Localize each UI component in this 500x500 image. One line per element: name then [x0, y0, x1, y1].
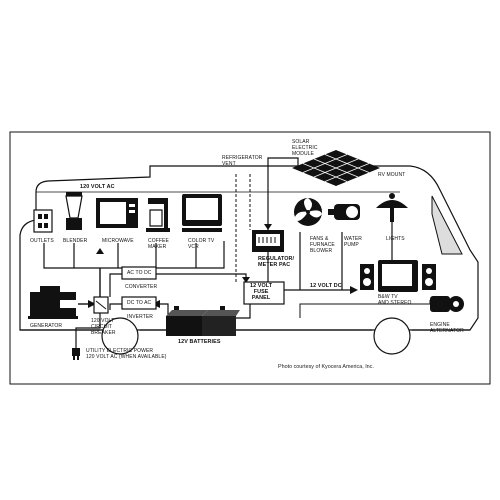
- label-color-tv: COLOR TV VCR: [188, 238, 215, 250]
- label-12-volt-dc: 12 VOLT DC: [310, 283, 342, 289]
- breaker-converter-wiring: [109, 273, 122, 310]
- rv-body-outline: [19, 165, 479, 331]
- label-fans: FANS & FURNACE BLOWER: [310, 236, 335, 254]
- converter-box: [121, 266, 157, 280]
- battery-icon: [166, 306, 240, 336]
- label-rv-mount: RV MOUNT: [378, 172, 406, 178]
- label-microwave: MICROWAVE: [102, 238, 134, 244]
- label-120-volt-ac: 120 VOLT AC: [80, 184, 115, 190]
- label-refrigerator-vent: REFRIGERATOR VENT: [222, 155, 263, 167]
- label-lights: LIGHTS: [386, 236, 405, 242]
- tv-icon: [182, 194, 222, 232]
- solar-to-regulator: [267, 157, 299, 230]
- front-wheel: [373, 317, 411, 355]
- rear-wheel: [101, 317, 139, 355]
- rv-cab-window: [431, 195, 463, 255]
- label-coffee-maker: COFFEE MAKER: [148, 238, 169, 250]
- label-engine-alternator: ENGINE ALTERNATOR: [430, 322, 464, 334]
- vent-wiring: [235, 174, 251, 282]
- speaker-icon: [360, 264, 374, 290]
- solar-panel-icon: [292, 150, 380, 186]
- blender-icon: [65, 192, 83, 230]
- arrow-right-gen: [88, 300, 96, 308]
- arrow-up: [96, 248, 104, 254]
- label-generator: GENERATOR: [30, 323, 63, 329]
- fuse-panel-box: [243, 281, 285, 305]
- generator-icon: [28, 286, 78, 319]
- breaker-icon: [93, 296, 109, 314]
- label-converter: CONVERTER: [125, 284, 158, 290]
- label-bw-tv: B&W TV AND STEREO: [378, 294, 412, 306]
- label-solar-module: SOLAR ELECTRIC MODULE: [292, 139, 318, 157]
- diagram-border: [9, 131, 491, 385]
- utility-wiring: [75, 312, 101, 348]
- label-blender: BLENDER: [63, 238, 88, 244]
- dc-bus: [284, 222, 393, 291]
- coffee-maker-icon: [146, 198, 170, 232]
- arrow-right-dc: [350, 286, 358, 294]
- photo-credit: Photo courtesy of Kyocera America, Inc.: [278, 364, 374, 370]
- label-dc-to-ac: DC TO AC: [127, 300, 152, 306]
- label-water-pump: WATER PUMP: [344, 236, 362, 248]
- plug-icon: [72, 348, 80, 360]
- outlet-icon: [33, 209, 53, 233]
- bw-tv-icon: [378, 260, 418, 292]
- label-batteries: 12V BATTERIES: [178, 339, 221, 345]
- lamp-icon: [376, 193, 408, 222]
- alternator-icon: [430, 296, 464, 312]
- microwave-icon: [96, 198, 138, 228]
- label-regulator: REGULATOR/ METER PAC: [258, 256, 295, 268]
- label-breaker: 120 VOLT CIRCUIT BREAKER: [91, 318, 116, 336]
- meter-icon: [252, 230, 284, 252]
- label-inverter: INVERTER: [127, 314, 153, 320]
- arrow-down-regulator: [264, 224, 272, 230]
- arrow-down-fuse: [242, 277, 250, 283]
- label-utility-power: UTILITY ELECTRIC POWER 120 VOLT AC (WHEN…: [86, 348, 167, 360]
- label-ac-to-dc: AC TO DC: [127, 270, 152, 276]
- water-pump-icon: [328, 204, 360, 220]
- fan-icon: [294, 198, 322, 226]
- label-outlets: OUTLETS: [30, 238, 54, 244]
- inverter-box: [121, 296, 157, 310]
- label-fuse-panel: 12 VOLT FUSE PANEL: [250, 283, 273, 301]
- battery-fuse-wiring: [236, 302, 251, 319]
- speaker-icon: [422, 264, 436, 290]
